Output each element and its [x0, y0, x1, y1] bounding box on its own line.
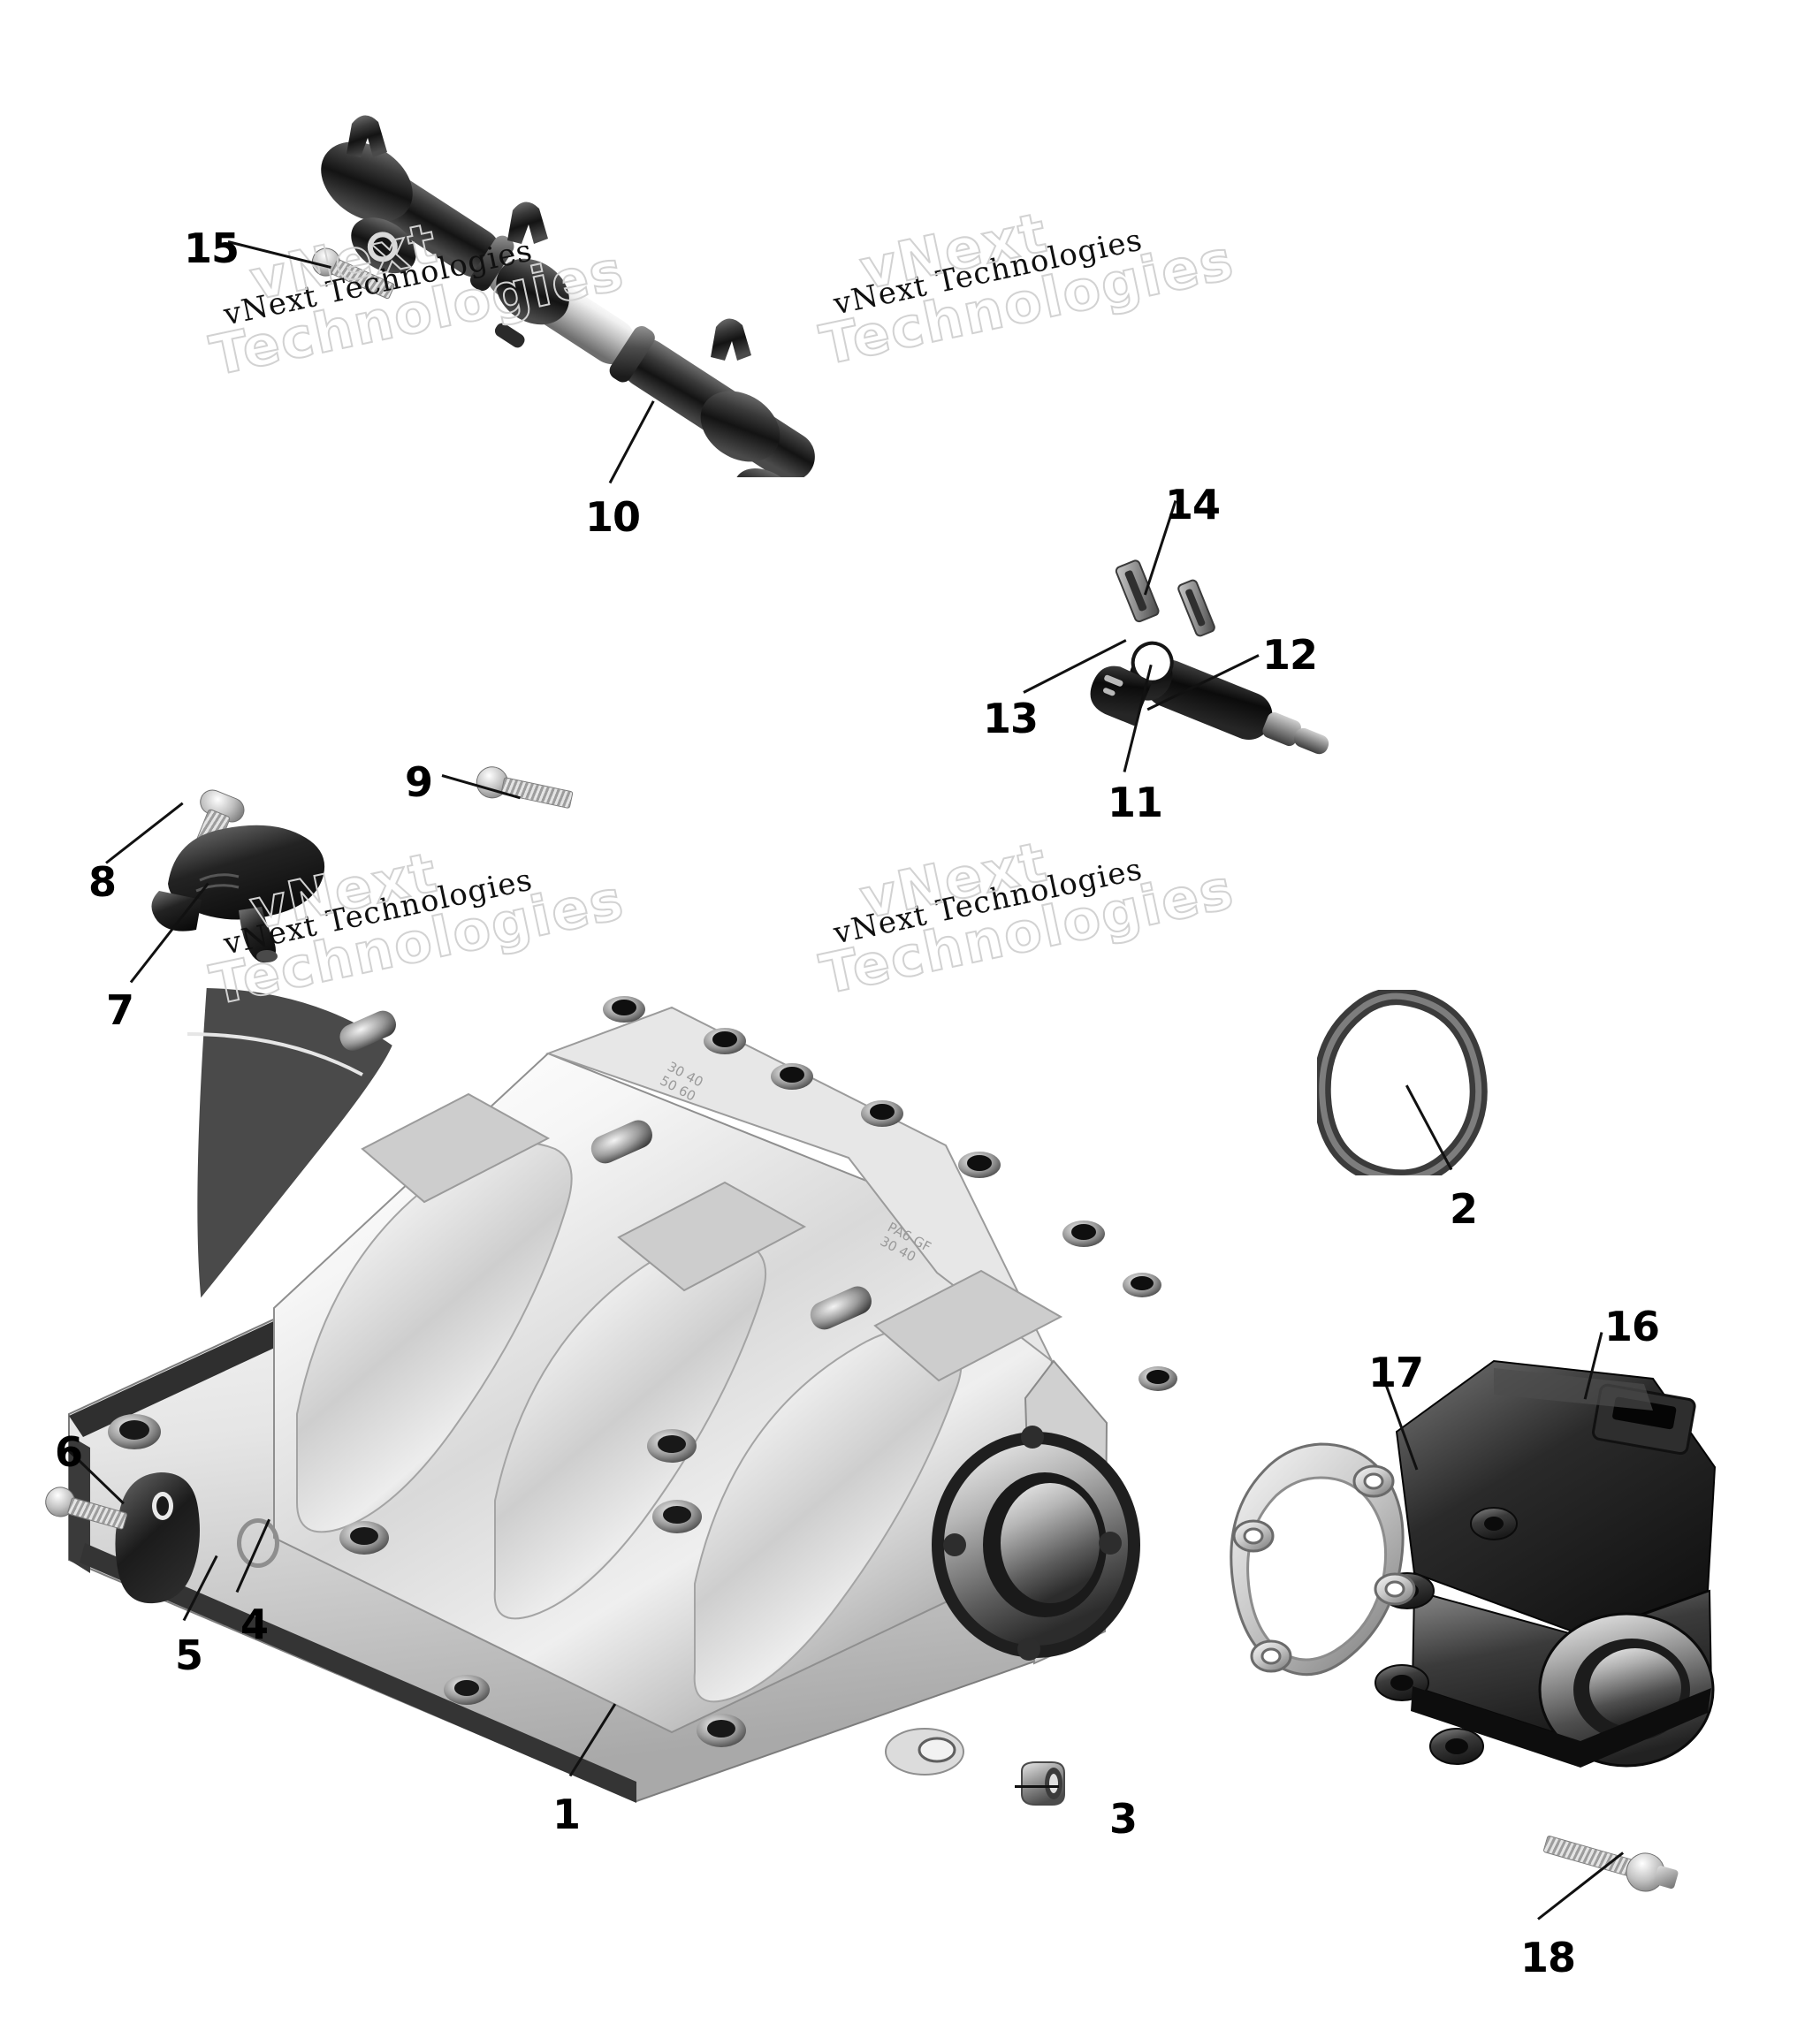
callout-fuel-injector[interactable]: 11: [1108, 779, 1163, 826]
injector-svg: [1090, 559, 1329, 755]
o-ring: [237, 1518, 279, 1568]
callout-screw-bracket[interactable]: 6: [55, 1428, 83, 1476]
callout-injector-nozzle-o-ring[interactable]: 12: [1262, 631, 1318, 679]
callout-o-ring[interactable]: 4: [240, 1601, 269, 1648]
manifold-svg: 30 40 50 60 PA6 GF 30 40: [68, 988, 1177, 1803]
callout-map-sensor[interactable]: 7: [106, 986, 134, 1034]
bracket-svg: [115, 1472, 200, 1604]
callout-spacer-bushing[interactable]: 3: [1109, 1795, 1138, 1843]
callout-injector-upper-o-ring[interactable]: 13: [983, 695, 1039, 742]
callout-throttle-body-screw[interactable]: 18: [1520, 1934, 1576, 1981]
callout-injector-retaining-clip[interactable]: 14: [1165, 481, 1221, 529]
callout-throttle-body[interactable]: 16: [1604, 1303, 1660, 1350]
callout-manifold-seal-ring[interactable]: 2: [1450, 1185, 1478, 1233]
callout-throttle-body-gasket[interactable]: 17: [1368, 1349, 1424, 1396]
fuel-rail-assembly: [292, 106, 1070, 524]
callout-mounting-bracket[interactable]: 5: [175, 1631, 203, 1679]
callout-manifold-screw[interactable]: 9: [405, 758, 433, 806]
mounting-bracket: [113, 1467, 219, 1608]
throttle-body-screw: [1538, 1818, 1688, 1908]
throttle-body-gasket: [1222, 1432, 1434, 1697]
fuel-injector-group: [1061, 513, 1379, 804]
seal-ring-svg: [1313, 987, 1488, 1188]
fuel-rail-svg: [321, 115, 815, 524]
bushing-svg: [1021, 1761, 1065, 1806]
callout-fuel-rail-screw[interactable]: 15: [184, 224, 240, 272]
callout-intake-manifold[interactable]: 1: [552, 1791, 581, 1838]
gasket-svg: [1230, 1442, 1416, 1677]
manifold-seal-ring: [1313, 987, 1494, 1188]
intake-manifold: 30 40 50 60 PA6 GF 30 40: [53, 742, 1246, 1812]
throttle-body-svg: [1375, 1359, 1717, 1768]
callout-fuel-rail[interactable]: 10: [585, 493, 641, 541]
map-sensor-assembly: [133, 778, 433, 1008]
throttle-body: [1361, 1326, 1759, 1821]
spacer-bushing: [1015, 1757, 1070, 1812]
leader-line-3: [1015, 1785, 1059, 1788]
callout-sensor-screw[interactable]: 8: [88, 858, 117, 906]
map-sensor-svg: [151, 825, 325, 963]
